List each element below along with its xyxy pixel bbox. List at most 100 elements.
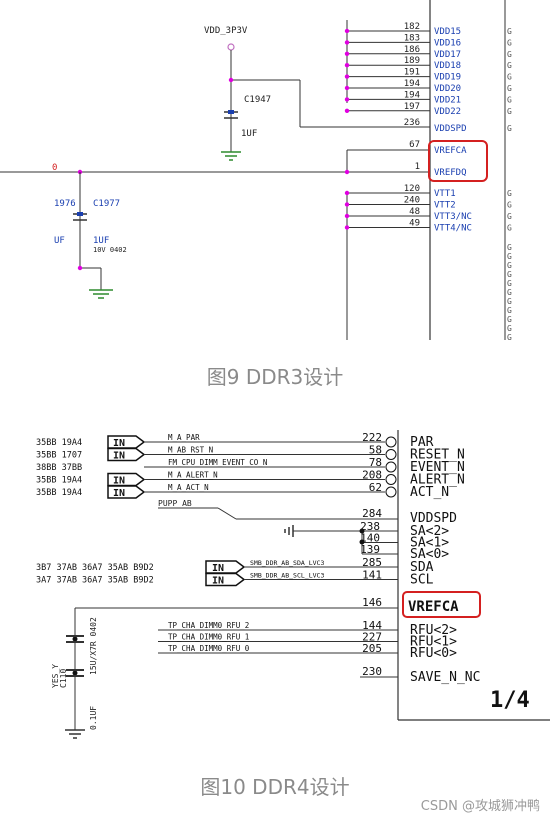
sa-1-pin-number: 140: [360, 532, 380, 545]
figure-10-caption: 图10 DDR4设计: [200, 775, 350, 799]
in-port-label: IN: [113, 451, 125, 462]
cap-c1947-label: C1947: [244, 95, 271, 105]
vtt-0-pin-name: VTT1: [434, 189, 456, 199]
vtt-3-pin-number: 49: [409, 219, 420, 229]
page-number: 1/4: [490, 688, 530, 713]
cap-ref-b: C110: [59, 669, 68, 688]
vrefca-pin-number: 67: [409, 140, 420, 150]
g-char-4: G: [507, 279, 512, 288]
vdd-2-pin-name: VDD17: [434, 50, 461, 60]
row-3-pin-number: 208: [362, 469, 382, 482]
ground-icon: [65, 729, 85, 739]
smb-1-pin-number: 141: [362, 569, 382, 582]
g-char-0: G: [507, 243, 512, 252]
vrefca-pin-name: VREFCA: [408, 599, 459, 615]
rfu-0-net: TP_CHA_DIMM0_RFU_2: [168, 621, 249, 630]
smb-1-prefix: 3A7 37AB 36A7 35AB B9D2: [36, 576, 154, 586]
vtt-0-pin-number: 120: [404, 184, 420, 194]
row-4-net: M_A_ACT_N: [168, 483, 209, 492]
row-0-prefix: 35BB 19A4: [36, 438, 82, 448]
row-0-pin-number: 222: [362, 431, 382, 444]
watermark: CSDN @攻城狮冲鸭: [420, 799, 540, 814]
in-port-icon: IN: [107, 472, 146, 487]
vddspd-g-char: G: [507, 124, 512, 133]
vtt-3-g-char: G: [507, 224, 512, 233]
vddspd-pin-number: 284: [362, 507, 382, 520]
rfu-0-pin-number: 144: [362, 619, 382, 632]
vddspd-pin-name: VDDSPD: [410, 511, 457, 526]
row-1-pin-name: RESET_N: [410, 448, 465, 463]
g-char-8: G: [507, 315, 512, 324]
row-4-prefix: 35BB 19A4: [36, 488, 82, 498]
save-pin-number: 230: [362, 665, 382, 678]
vdd-3-pin-number: 189: [404, 56, 420, 66]
row-3-prefix: 35BB 19A4: [36, 476, 82, 486]
vdd-6-pin-number: 194: [404, 90, 420, 100]
vrefca-pin-number: 146: [362, 596, 382, 609]
vddspd-pin-number: 236: [404, 118, 420, 128]
sa-2-pin-number: 139: [360, 543, 380, 556]
in-port-icon: IN: [205, 572, 246, 587]
smb-0-pin-number: 285: [362, 556, 382, 569]
vdd-net-label: VDD_3P3V: [204, 26, 248, 36]
vdd-0-g-char: G: [507, 27, 512, 36]
vdd-7-pin-number: 197: [404, 102, 420, 112]
vtt-1-g-char: G: [507, 201, 512, 210]
sa-1-pin-name: SA<1>: [410, 536, 449, 551]
vddspd-pin-name: VDDSPD: [434, 124, 467, 134]
cap-c1977-label: C1977: [93, 199, 120, 209]
sa-0-pin-name: SA<2>: [410, 524, 449, 539]
row-2-net: FM_CPU_DIMM_EVENT_CO_N: [168, 458, 267, 467]
g-char-3: G: [507, 270, 512, 279]
vtt-2-g-char: G: [507, 212, 512, 221]
g-char-1: G: [507, 252, 512, 261]
vdd-6-g-char: G: [507, 95, 512, 104]
vdd-7-pin-name: VDD22: [434, 107, 461, 117]
vdd-5-g-char: G: [507, 84, 512, 93]
in-port-icon: IN: [107, 435, 146, 449]
pupp-net-label: PUPP_AB: [158, 499, 192, 508]
vdd-0-pin-number: 182: [404, 22, 420, 32]
vdd-6-pin-name: VDD21: [434, 95, 461, 105]
vdd-0-pin-name: VDD15: [434, 27, 461, 37]
ground-icon: [221, 151, 241, 161]
cap-value: 0.1UF: [89, 706, 98, 730]
cap-uf-label: UF: [54, 236, 65, 246]
rfu-0-pin-name: RFU<2>: [410, 623, 457, 638]
cap-spec: 15U/X7R 0402: [89, 617, 98, 675]
cap-c1947-value: 1UF: [241, 129, 257, 139]
in-port-icon: IN: [107, 485, 146, 499]
row-2-pin-number: 78: [369, 456, 382, 469]
vdd-2-pin-number: 186: [404, 45, 420, 55]
rfu-1-pin-name: RFU<1>: [410, 635, 457, 650]
g-char-10: G: [507, 333, 512, 340]
vdd-4-pin-number: 191: [404, 68, 420, 78]
sa-0-pin-number: 238: [360, 520, 380, 533]
vrefca-highlight-box: [402, 591, 481, 618]
smb-1-pin-name: SCL: [410, 573, 434, 588]
vrefca-pin-name: VREFCA: [434, 146, 467, 156]
vdd-2-g-char: G: [507, 50, 512, 59]
vdd-4-g-char: G: [507, 73, 512, 82]
g-char-9: G: [507, 324, 512, 333]
cap-c1977-spec: 10V 0402: [93, 246, 127, 254]
cap-c1977-value: 1UF: [93, 236, 109, 246]
vdd-5-pin-number: 194: [404, 79, 420, 89]
vdd-1-g-char: G: [507, 38, 512, 47]
vtt-1-pin-name: VTT2: [434, 201, 456, 211]
rfu-1-pin-number: 227: [362, 631, 382, 644]
smb-0-prefix: 3B7 37AB 36A7 35AB B9D2: [36, 563, 154, 573]
g-char-2: G: [507, 261, 512, 270]
row-0-net: M_A_PAR: [168, 433, 200, 442]
g-char-5: G: [507, 288, 512, 297]
vtt-3-pin-name: VTT4/NC: [434, 224, 472, 234]
rfu-2-pin-number: 205: [362, 642, 382, 655]
vdd-1-pin-number: 183: [404, 33, 420, 43]
sa-2-pin-name: SA<0>: [410, 547, 449, 562]
in-port-label: IN: [113, 476, 125, 487]
row-3-pin-name: ALERT_N: [410, 473, 465, 488]
vdd-7-g-char: G: [507, 107, 512, 116]
vdd-connector-icon: [227, 43, 235, 51]
